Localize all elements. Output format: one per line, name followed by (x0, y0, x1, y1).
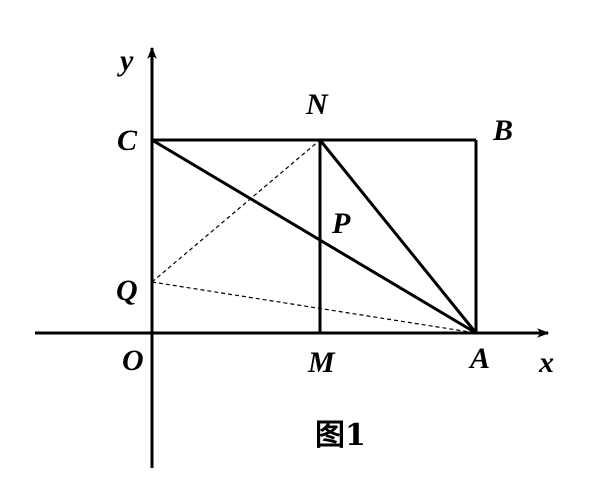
segment-NA (318, 139, 478, 334)
label-Q: Q (116, 274, 138, 307)
label-B: B (492, 114, 513, 147)
dashed-QN (151, 139, 321, 283)
label-O: O (122, 344, 144, 377)
figure-caption: 图1 (315, 418, 366, 453)
label-y-axis: y (117, 44, 134, 77)
label-A: A (468, 342, 490, 375)
dashed-QA (151, 281, 477, 334)
segment-CA (151, 138, 477, 335)
label-N: N (305, 88, 329, 121)
label-C: C (117, 124, 138, 157)
label-P: P (331, 207, 351, 240)
label-M: M (307, 346, 336, 379)
label-x-axis: x (538, 346, 554, 379)
